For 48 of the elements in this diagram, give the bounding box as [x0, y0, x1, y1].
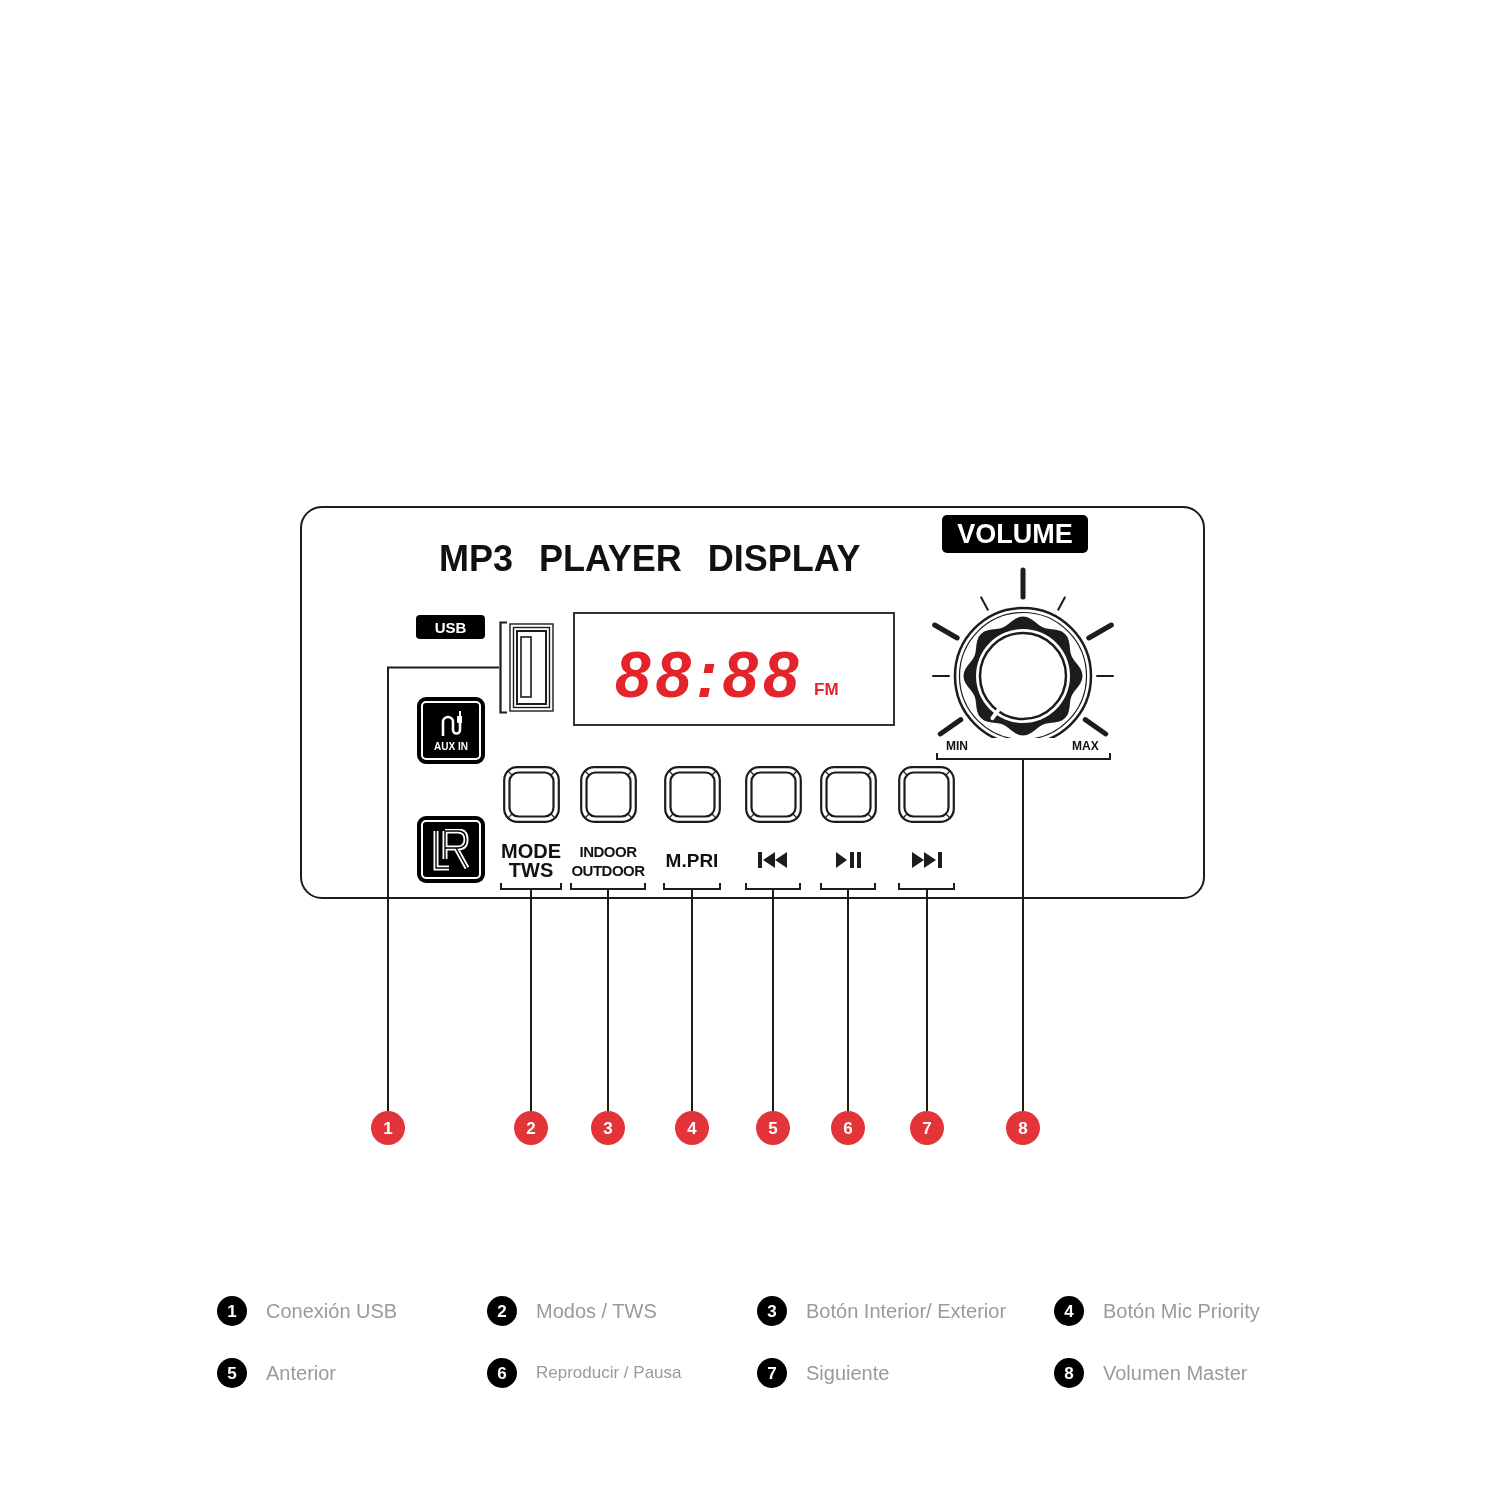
- tile-label: AUX IN: [434, 742, 468, 752]
- leader-line: [1022, 759, 1024, 1112]
- key-number: 5: [217, 1358, 247, 1388]
- button-label: INDOOR OUTDOOR: [570, 842, 646, 880]
- key-number: 4: [1054, 1296, 1084, 1326]
- control-panel: [300, 506, 1205, 899]
- key-number: 7: [757, 1358, 787, 1388]
- leader-line: [530, 889, 532, 1112]
- key-number: 3: [757, 1296, 787, 1326]
- key-number: 1: [217, 1296, 247, 1326]
- symbol-tile: [417, 816, 485, 883]
- callout-number: 6: [831, 1111, 865, 1145]
- callout-number: 4: [675, 1111, 709, 1145]
- callout-number: 5: [756, 1111, 790, 1145]
- leader-line: [691, 889, 693, 1112]
- aux-in-tile: [417, 697, 485, 764]
- key-number: 2: [487, 1296, 517, 1326]
- scale-label: MIN: [946, 740, 968, 752]
- callout-number: 1: [371, 1111, 405, 1145]
- key-number: 8: [1054, 1358, 1084, 1388]
- key-number: 6: [487, 1358, 517, 1388]
- key-description: Reproducir / Pausa: [536, 1362, 682, 1385]
- key-description: Volumen Master: [1103, 1361, 1248, 1386]
- callout-number: 8: [1006, 1111, 1040, 1145]
- key-description: Modos / TWS: [536, 1299, 657, 1324]
- key-description: Botón Mic Priority: [1103, 1299, 1260, 1324]
- panel-heading: MP3 PLAYER DISPLAY: [439, 541, 861, 577]
- button-label: M.PRI: [664, 851, 720, 870]
- leader-line: [607, 889, 609, 1112]
- digit-readout: 88:88: [615, 643, 804, 707]
- port-tag: USB: [416, 615, 485, 639]
- leader-line: [847, 889, 849, 1112]
- key-description: Botón Interior/ Exterior: [806, 1299, 1007, 1324]
- callout-number: 3: [591, 1111, 625, 1145]
- key-description: Anterior: [266, 1361, 337, 1386]
- button-label: MODE TWS: [500, 842, 562, 880]
- leader-line: [387, 666, 500, 1112]
- usb-port: [499, 621, 555, 714]
- key-description: Siguiente: [806, 1361, 890, 1386]
- heading-tag: VOLUME: [942, 515, 1088, 553]
- band-indicator: FM: [814, 681, 839, 698]
- callout-number: 2: [514, 1111, 548, 1145]
- scale-label: MAX: [1072, 740, 1099, 752]
- callout-number: 7: [910, 1111, 944, 1145]
- leader-line: [772, 889, 774, 1112]
- led-display: [573, 612, 895, 726]
- key-description: Conexión USB: [266, 1299, 398, 1324]
- leader-line: [926, 889, 928, 1112]
